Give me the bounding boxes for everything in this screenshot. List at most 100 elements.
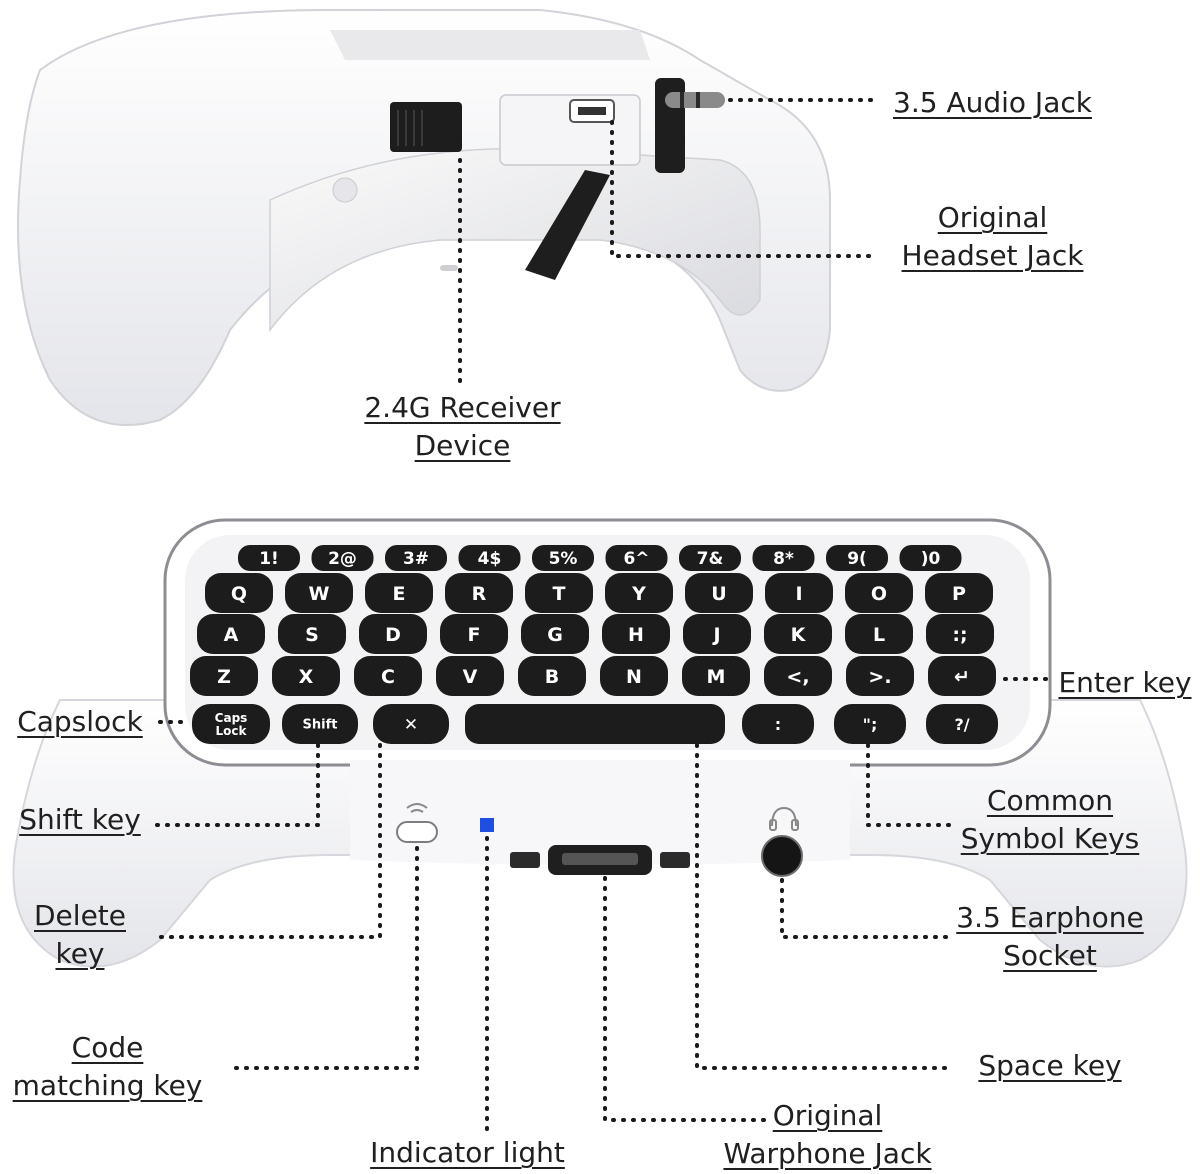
symbol-key-1[interactable]: "; <box>834 704 906 744</box>
key-5[interactable]: 6^ <box>605 545 668 571</box>
key-row-a-9[interactable]: :; <box>926 614 994 654</box>
key-label: H <box>628 624 644 646</box>
key-row-a-3[interactable]: F <box>440 614 508 654</box>
key-label: E <box>393 583 406 605</box>
receiver-dongle <box>390 102 462 152</box>
key-label: Z <box>217 666 231 688</box>
label-audio-jack: 3.5 Audio Jack <box>893 86 1092 119</box>
key-4[interactable]: 5% <box>532 545 594 571</box>
key-label: ↵ <box>954 666 970 688</box>
label-common-symbol: Common Symbol Keys <box>960 784 1140 855</box>
key-label: 6^ <box>623 549 649 569</box>
key-row-a-5[interactable]: H <box>602 614 670 654</box>
key-label: Q <box>231 583 247 605</box>
key-label: Lock <box>216 724 248 738</box>
key-label: F <box>468 624 481 646</box>
key-row-z-3[interactable]: V <box>436 656 504 696</box>
key-u[interactable]: U <box>685 573 753 613</box>
key-label: D <box>385 624 401 646</box>
key-o[interactable]: O <box>845 573 913 613</box>
code-matching-button[interactable] <box>396 821 438 843</box>
key-label: V <box>463 666 478 688</box>
key-row-z-4[interactable]: B <box>518 656 586 696</box>
key-p[interactable]: P <box>925 573 993 613</box>
key-row-z-0[interactable]: Z <box>190 656 258 696</box>
key-7[interactable]: 8* <box>752 545 815 571</box>
key-label: P <box>952 583 966 605</box>
key-label: A <box>224 624 239 646</box>
label-earphone-socket: 3.5 Earphone Socket <box>956 901 1144 972</box>
key-row-a-2[interactable]: D <box>359 614 427 654</box>
key-label: )0 <box>921 549 941 569</box>
key-label: ✕ <box>404 715 418 735</box>
key-row-z-9[interactable]: ↵ <box>928 656 996 696</box>
label-receiver: 2.4G Receiver Device <box>364 391 561 462</box>
key-label: U <box>711 583 726 605</box>
key-9[interactable]: )0 <box>899 545 962 571</box>
key-label: C <box>381 666 395 688</box>
key-2[interactable]: 3# <box>385 545 447 571</box>
top-device-back-view <box>17 9 831 426</box>
key-label: :; <box>952 624 967 646</box>
indicator-light <box>480 818 494 832</box>
label-delete-key: Delete key <box>34 899 126 970</box>
key-q[interactable]: Q <box>205 573 273 613</box>
leader-warphone-jack <box>603 876 767 1122</box>
leader-code-matching <box>228 846 419 1070</box>
key-e[interactable]: E <box>365 573 433 613</box>
key-1[interactable]: 2@ <box>311 545 374 571</box>
key-label: 2@ <box>328 549 357 569</box>
label-code-matching: Code matching key <box>12 1031 203 1102</box>
key-label: S <box>305 624 319 646</box>
key-0[interactable]: 1! <box>238 545 300 571</box>
key-label: R <box>472 583 487 605</box>
key-row-z-1[interactable]: X <box>272 656 340 696</box>
leader-headset-jack <box>610 120 877 258</box>
key-r[interactable]: R <box>445 573 513 613</box>
key-row-z-6[interactable]: M <box>682 656 750 696</box>
symbol-key-2[interactable]: ?/ <box>926 704 998 744</box>
delete-key[interactable]: ✕ <box>373 704 449 744</box>
earphone-socket <box>761 835 803 877</box>
label-capslock: Capslock <box>17 705 143 738</box>
key-label: "; <box>863 715 878 734</box>
key-label: : <box>775 715 781 734</box>
key-row-z-8[interactable]: >. <box>846 656 914 696</box>
key-label: Caps <box>215 711 248 725</box>
key-row-a-0[interactable]: A <box>197 614 265 654</box>
key-row-a-4[interactable]: G <box>521 614 589 654</box>
key-row-a-7[interactable]: K <box>764 614 832 654</box>
space-key[interactable] <box>465 704 725 744</box>
key-8[interactable]: 9( <box>826 545 888 571</box>
key-y[interactable]: Y <box>605 573 673 613</box>
key-label: J <box>711 624 720 646</box>
key-t[interactable]: T <box>525 573 593 613</box>
shift-key[interactable]: Shift <box>282 704 358 744</box>
key-6[interactable]: 7& <box>679 545 741 571</box>
key-label: Shift <box>303 718 338 733</box>
leader-shift-key <box>148 743 320 827</box>
key-label: L <box>873 624 885 646</box>
key-row-z-7[interactable]: <, <box>764 656 832 696</box>
key-3[interactable]: 4$ <box>458 545 521 571</box>
key-label: G <box>547 624 563 646</box>
key-w[interactable]: W <box>285 573 353 613</box>
key-label: M <box>707 666 726 688</box>
key-label: X <box>299 666 314 688</box>
key-i[interactable]: I <box>765 573 833 613</box>
key-row-a-6[interactable]: J <box>683 614 751 654</box>
key-label: Y <box>631 583 646 605</box>
label-warphone-jack: Original Warphone Jack <box>723 1099 932 1170</box>
key-row-z-2[interactable]: C <box>354 656 422 696</box>
symbol-key-0[interactable]: : <box>742 704 814 744</box>
key-label: ?/ <box>954 715 969 734</box>
leader-common-symbol <box>866 743 957 827</box>
key-row-z-5[interactable]: N <box>600 656 668 696</box>
key-row-a-1[interactable]: S <box>278 614 346 654</box>
key-label: B <box>545 666 559 688</box>
key-row-a-8[interactable]: L <box>845 614 913 654</box>
headphone-icon <box>769 806 799 831</box>
